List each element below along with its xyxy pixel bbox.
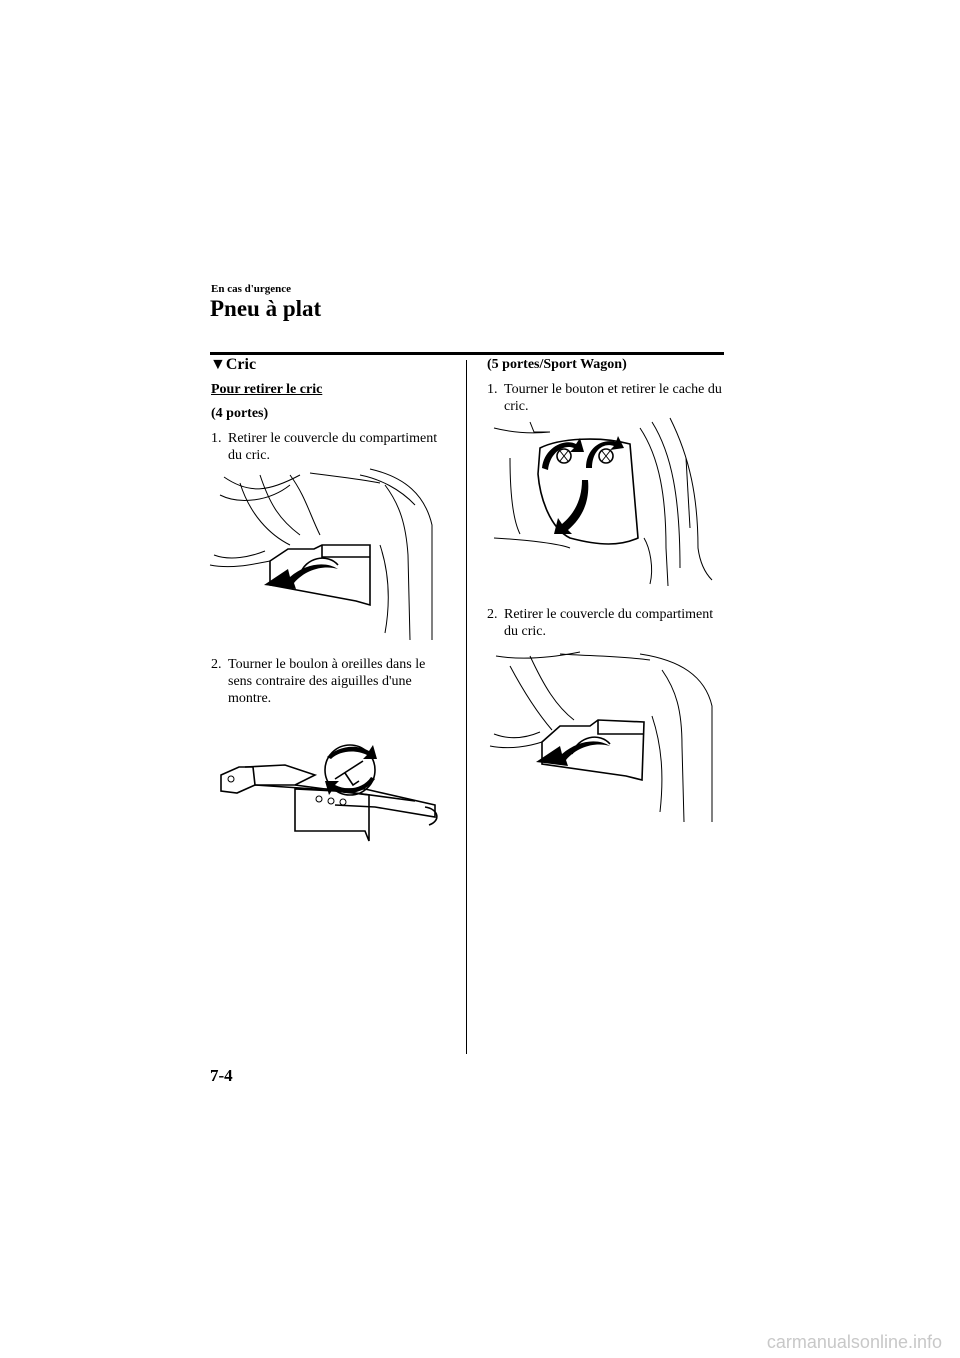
- step-text: Retirer le couvercle du compartiment du …: [504, 607, 714, 639]
- wing-bolt-jack-illustration: [220, 744, 438, 842]
- step-number: 2.: [211, 657, 222, 672]
- header-rule: [210, 352, 724, 355]
- step-right-1: 1. Tourner le bouton et retirer le cache…: [487, 381, 723, 415]
- jack-compartment-cover-illustration: [209, 468, 433, 641]
- step-right-2: 2. Retirer le couvercle du compartiment …: [487, 606, 723, 640]
- step-text: Tourner le boulon à oreilles dans le sen…: [228, 657, 426, 706]
- step-left-2: 2. Tourner le boulon à oreilles dans le …: [211, 656, 426, 707]
- step-left-1: 1. Retirer le couvercle du compartiment …: [211, 430, 443, 464]
- section-title: Cric: [225, 356, 257, 373]
- variant-label-4-portes: (4 portes): [211, 406, 269, 421]
- step-number: 2.: [487, 607, 498, 622]
- page-title: Pneu à plat: [210, 296, 322, 321]
- step-text: Tourner le bouton et retirer le cache du…: [504, 382, 722, 414]
- section-heading: ▼Cric: [210, 356, 256, 373]
- step-text: Retirer le couvercle du compartiment du …: [228, 431, 438, 463]
- column-divider: [466, 360, 467, 1054]
- subheading: Pour retirer le cric: [211, 382, 323, 397]
- variant-label-5-portes: (5 portes/Sport Wagon): [487, 357, 627, 372]
- triangle-icon: ▼: [210, 356, 226, 373]
- breadcrumb: En cas d'urgence: [211, 283, 292, 295]
- step-number: 1.: [211, 431, 222, 446]
- watermark: carmanualsonline.info: [766, 1332, 942, 1352]
- jack-cover-knobs-illustration: [493, 417, 713, 587]
- jack-compartment-cover-illustration: [489, 651, 713, 823]
- page-number: 7-4: [210, 1066, 233, 1085]
- step-number: 1.: [487, 382, 498, 397]
